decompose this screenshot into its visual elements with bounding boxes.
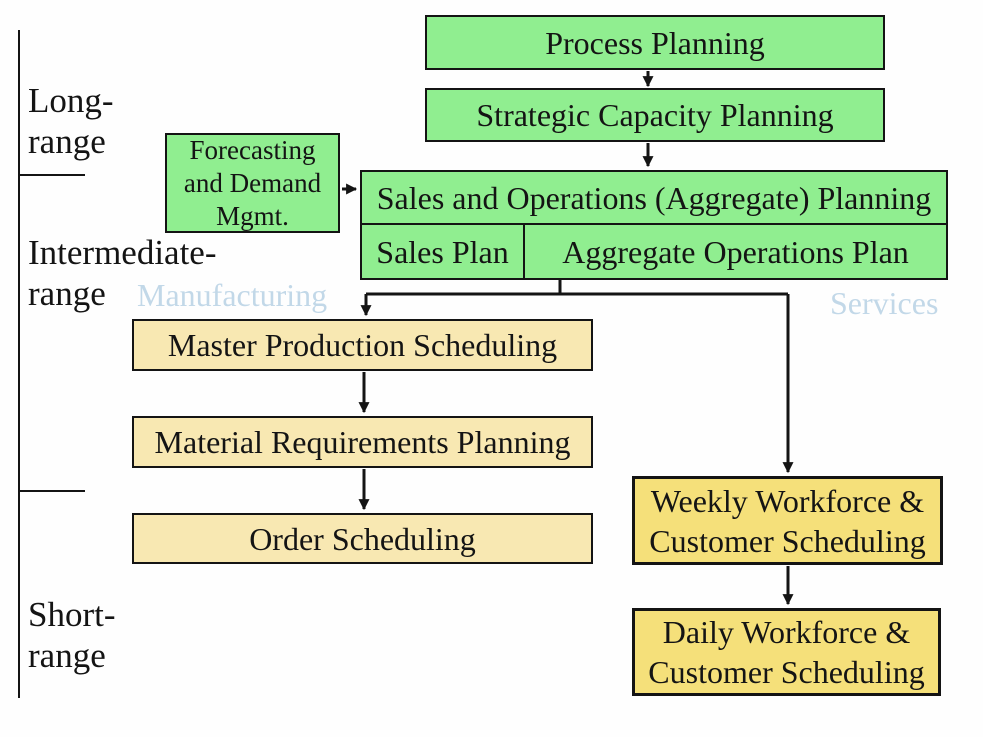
box-sales-plan: Sales Plan — [360, 223, 525, 280]
range-label-intermediate-line1: Intermediate- — [28, 233, 217, 272]
box-order-scheduling: Order Scheduling — [132, 513, 593, 564]
range-label-long-line2: range — [28, 122, 106, 161]
range-label-short: Short- range — [28, 594, 116, 676]
range-label-intermediate: Intermediate- range — [28, 232, 217, 314]
box-strategic-capacity-planning: Strategic Capacity Planning — [425, 88, 885, 142]
box-daily-workforce-customer-scheduling: Daily Workforce & Customer Scheduling — [632, 608, 941, 696]
box-aggregate-operations-plan: Aggregate Operations Plan — [523, 223, 948, 280]
box-process-planning: Process Planning — [425, 15, 885, 70]
box-material-requirements-planning: Material Requirements Planning — [132, 416, 593, 468]
range-label-short-line1: Short- — [28, 595, 116, 634]
range-label-short-line2: range — [28, 636, 106, 675]
range-label-intermediate-line2: range — [28, 274, 106, 313]
box-master-production-scheduling: Master Production Scheduling — [132, 319, 593, 371]
range-label-long: Long- range — [28, 80, 114, 162]
box-sales-and-operations-planning: Sales and Operations (Aggregate) Plannin… — [360, 170, 948, 225]
box-forecasting-demand-mgmt: Forecasting and Demand Mgmt. — [165, 133, 340, 233]
watermark-services: Services — [830, 285, 939, 321]
range-label-long-line1: Long- — [28, 81, 114, 120]
branch-line-salesops — [366, 280, 788, 296]
watermark-manufacturing: Manufacturing — [137, 277, 328, 313]
box-weekly-workforce-customer-scheduling: Weekly Workforce & Customer Scheduling — [632, 476, 943, 565]
